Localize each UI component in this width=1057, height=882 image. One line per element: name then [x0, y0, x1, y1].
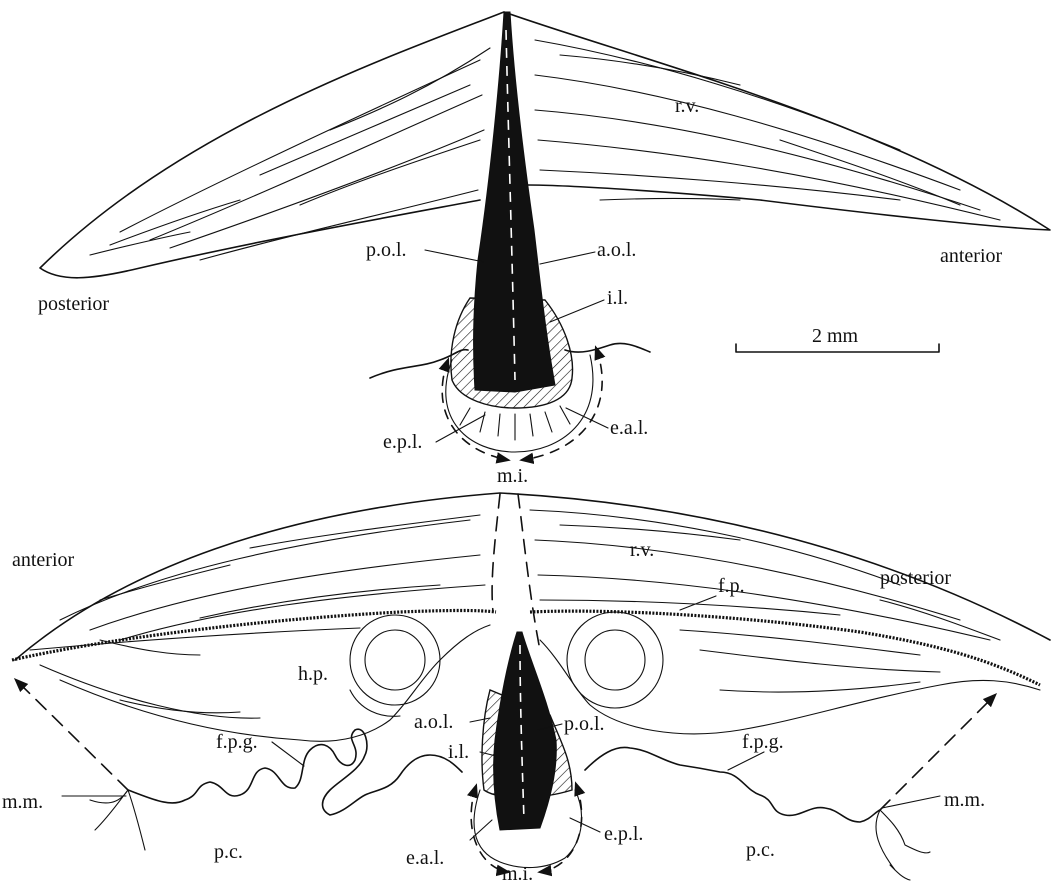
bottom-label-posterior: posterior [880, 567, 951, 589]
top-label-anterior: anterior [940, 245, 1003, 267]
bottom-periostracum-line-left [12, 611, 496, 661]
bottom-label-il: i.l. [448, 741, 469, 763]
top-label-mi: m.i. [497, 465, 528, 487]
bottom-periostracum-line-right [530, 611, 1040, 685]
bottom-spine [494, 632, 557, 830]
bottom-right-hypostracum [540, 612, 1040, 734]
bottom-label-rv: r.v. [630, 539, 654, 561]
bottom-label-epl: e.p.l. [604, 823, 643, 845]
bottom-label-fp: f.p. [718, 575, 745, 597]
bottom-right-mantle-margin [876, 810, 930, 880]
top-label-pol: p.o.l. [366, 239, 407, 261]
bottom-label-pc-left: p.c. [214, 841, 243, 863]
bottom-label-mm-right: m.m. [944, 789, 985, 811]
bottom-label-eal: e.a.l. [406, 847, 444, 869]
scale-bar: 2 mm [736, 325, 939, 352]
top-label-rv: r.v. [675, 95, 699, 117]
bottom-label-pol: p.o.l. [564, 713, 605, 735]
bottom-left-growth-direction [16, 680, 128, 790]
bottom-label-pc-right: p.c. [746, 839, 775, 861]
bottom-label-mm-left: m.m. [2, 791, 43, 813]
top-figure: 2 mm r.v. posterior anterior p.o.l. a.o.… [38, 12, 1050, 487]
bottom-label-fpg-left: f.p.g. [216, 731, 258, 753]
bottom-label-hp: h.p. [298, 663, 328, 685]
scale-bar-label: 2 mm [812, 325, 859, 347]
top-left-growth-lines [90, 48, 490, 260]
top-right-growth-lines [535, 40, 1000, 220]
top-valve-outline [40, 12, 1050, 278]
bottom-left-mantle-margin [90, 790, 145, 850]
top-label-il: i.l. [607, 287, 628, 309]
bottom-figure: anterior posterior r.v. f.p. h.p. a.o.l.… [2, 493, 1050, 882]
top-label-epl: e.p.l. [383, 431, 422, 453]
bottom-label-anterior: anterior [12, 549, 75, 571]
top-label-eal: e.a.l. [610, 417, 648, 439]
top-isthmus-radials [460, 406, 570, 440]
bottom-label-aol: a.o.l. [414, 711, 453, 733]
bottom-spine-outline-dashed [492, 494, 540, 650]
top-label-aol: a.o.l. [597, 239, 636, 261]
top-spine [474, 12, 555, 392]
bottom-label-fpg-right: f.p.g. [742, 731, 784, 753]
top-label-posterior: posterior [38, 293, 109, 315]
bottom-label-mi: m.i. [502, 863, 533, 882]
